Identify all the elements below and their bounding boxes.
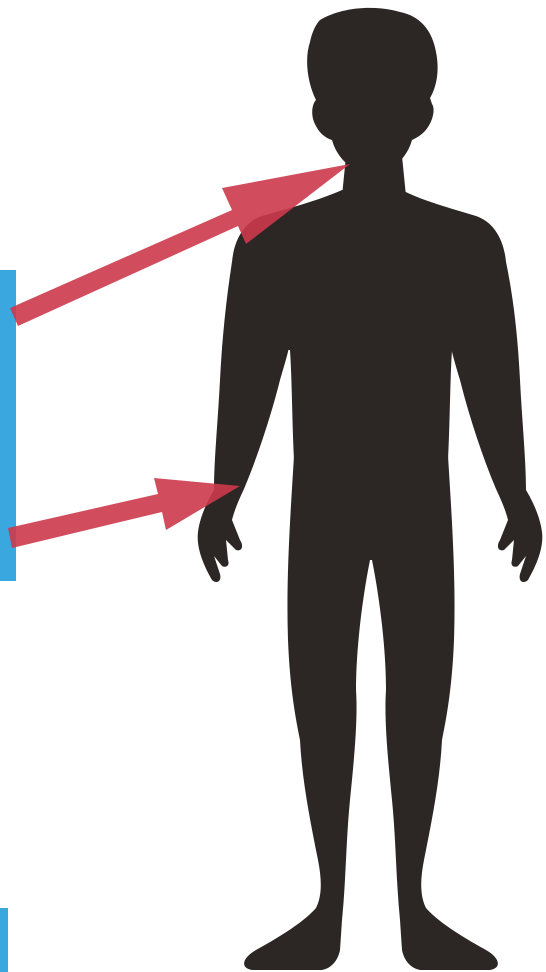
head (307, 8, 437, 168)
blue-marker-bar-bottom (0, 908, 8, 972)
human-body-silhouette-icon (198, 8, 543, 970)
legs (244, 456, 498, 970)
